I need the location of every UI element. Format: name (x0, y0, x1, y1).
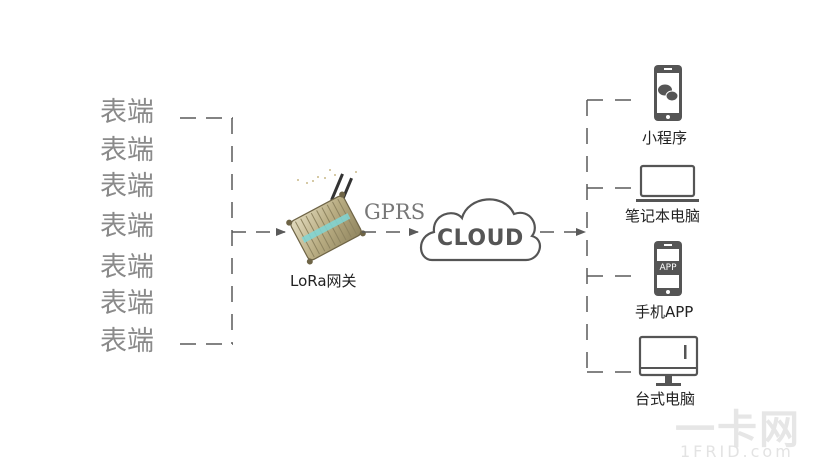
app-screen-text: APP (659, 263, 677, 273)
decorative-dots (297, 169, 357, 184)
meter-label: 表端 (100, 326, 154, 357)
gateway-label: LoRa网关 (290, 272, 357, 290)
meter-label: 表端 (100, 135, 154, 166)
meter-label: 表端 (100, 288, 154, 319)
client-label-mini-program: 小程序 (642, 129, 688, 147)
meter-label: 表端 (100, 252, 154, 283)
client-label-laptop: 笔记本电脑 (625, 207, 701, 225)
meter-label: 表端 (100, 97, 154, 128)
meter-label: 表端 (100, 171, 154, 202)
meter-bracket (180, 117, 233, 345)
laptop-icon (636, 164, 699, 202)
client-label-mobile-app: 手机APP (635, 303, 694, 321)
client-label-desktop: 台式电脑 (635, 390, 696, 408)
watermark-url: 1FRID.com (680, 442, 794, 461)
smartphone-app-icon (654, 241, 682, 296)
cloud-icon (419, 198, 542, 262)
gprs-link-label: GPRS (364, 200, 426, 224)
cloud-label: CLOUD (437, 226, 524, 251)
meter-label: 表端 (100, 211, 154, 242)
clients-bracket (586, 99, 640, 373)
desktop-monitor-icon (638, 335, 699, 386)
smartphone-wechat-icon (654, 65, 682, 121)
watermark-logo: 一卡网 (675, 407, 801, 453)
